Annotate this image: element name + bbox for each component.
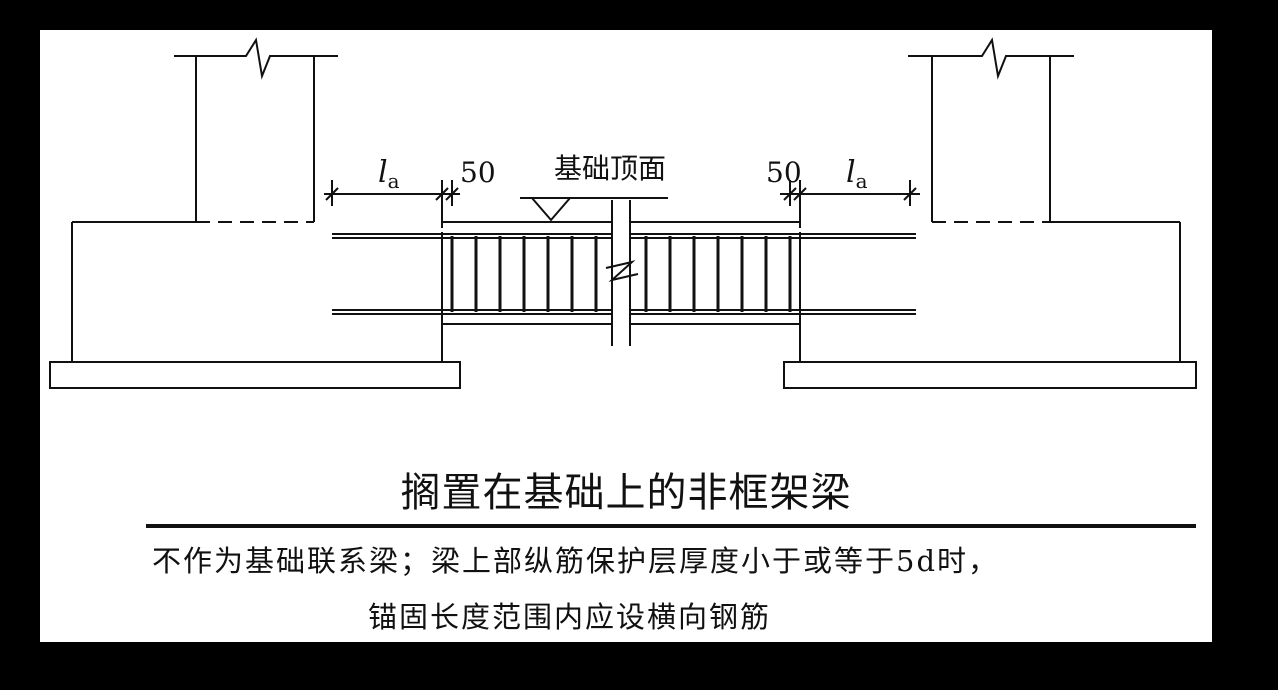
left-dimension-line (324, 180, 460, 226)
label-la-left: la (378, 155, 400, 193)
bottom-longitudinal-bar (332, 309, 916, 315)
transverse-stirrups (450, 236, 792, 312)
la-left-sub: a (388, 169, 400, 193)
beam-break-icon (605, 200, 639, 346)
top-longitudinal-bar (332, 233, 916, 239)
caption-note-line-1: 不作为基础联系梁；梁上部纵筋保护层厚度小于或等于5d时， (152, 544, 1000, 578)
label-50-left: 50 (460, 156, 496, 189)
right-column-break-icon (908, 37, 1074, 80)
label-foundation-top: 基础顶面 (554, 152, 666, 185)
label-50-right: 50 (766, 156, 802, 189)
la-right-l: l (846, 155, 856, 190)
right-foundation (783, 221, 1197, 389)
foundation-top-marker (520, 197, 668, 222)
left-column (174, 37, 338, 222)
caption-note-line-2: 锚固长度范围内应设横向钢筋 (368, 600, 772, 634)
left-foundation (49, 221, 461, 389)
label-la-right: la (846, 155, 868, 193)
left-column-break-icon (174, 37, 338, 80)
paper-background (40, 30, 1212, 642)
right-dimension-line (780, 180, 920, 226)
la-left-l: l (378, 155, 388, 190)
right-column (908, 37, 1074, 222)
la-right-sub: a (856, 169, 868, 193)
caption-title: 搁置在基础上的非框架梁 (400, 470, 852, 516)
